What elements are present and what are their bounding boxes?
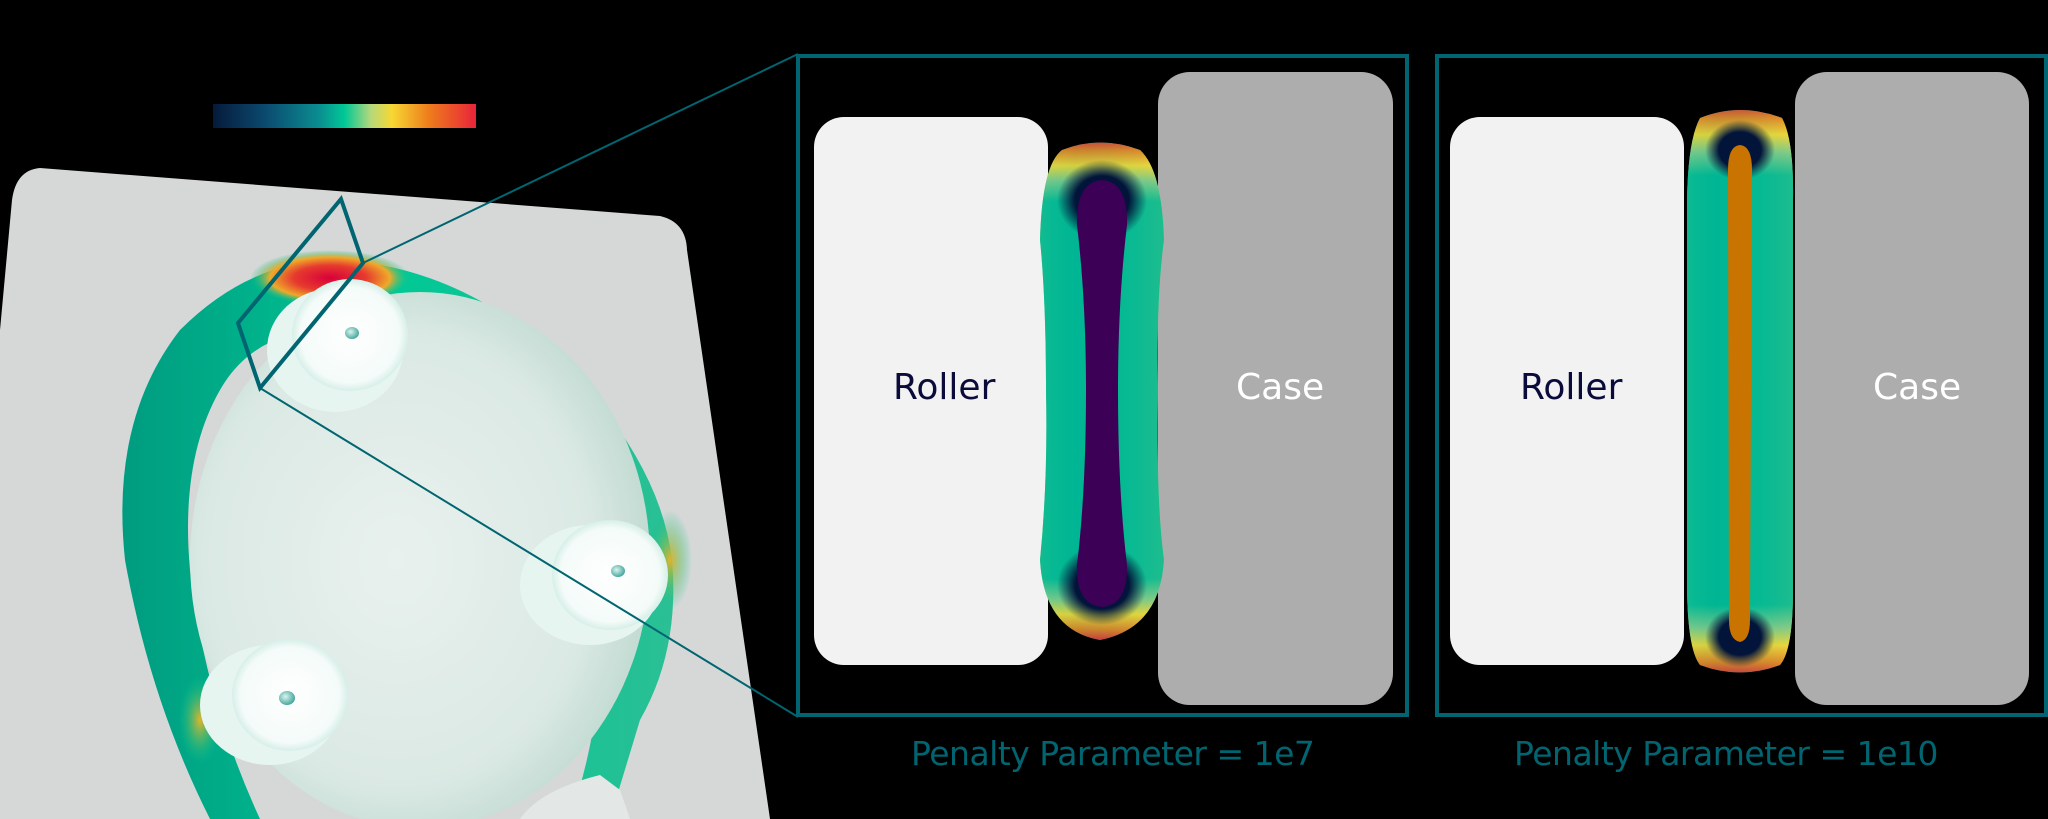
roller-block [1450, 117, 1684, 665]
case-label: Case [1236, 367, 1325, 408]
panel-frame [796, 54, 1409, 717]
case-label: Case [1873, 367, 1962, 408]
detail-panel-2 [1435, 54, 2048, 717]
roller-label: Roller [893, 367, 996, 408]
seal-section [1687, 110, 1794, 673]
detail-panel-1 [796, 54, 1409, 717]
overview-render [0, 53, 799, 819]
seal-section [1040, 142, 1164, 640]
roller-block [814, 117, 1048, 665]
colorbar [213, 104, 476, 128]
roller-cylinder-bottom [200, 639, 348, 765]
roller-label: Roller [1520, 367, 1623, 408]
pressure-core [1076, 180, 1128, 607]
pressure-core [1728, 145, 1752, 642]
callout-line-top [362, 53, 799, 264]
panel-frame [1435, 54, 2048, 717]
case-stub [520, 775, 630, 819]
roller-cylinder-top [267, 279, 408, 412]
panel-1-caption: Penalty Parameter = 1e7 [911, 734, 1315, 773]
roller-cylinder-right [520, 520, 668, 645]
case-block [1158, 72, 1393, 705]
panel-2-caption: Penalty Parameter = 1e10 [1514, 734, 1938, 773]
callout-line-bottom [259, 387, 799, 718]
case-block [1795, 72, 2029, 705]
